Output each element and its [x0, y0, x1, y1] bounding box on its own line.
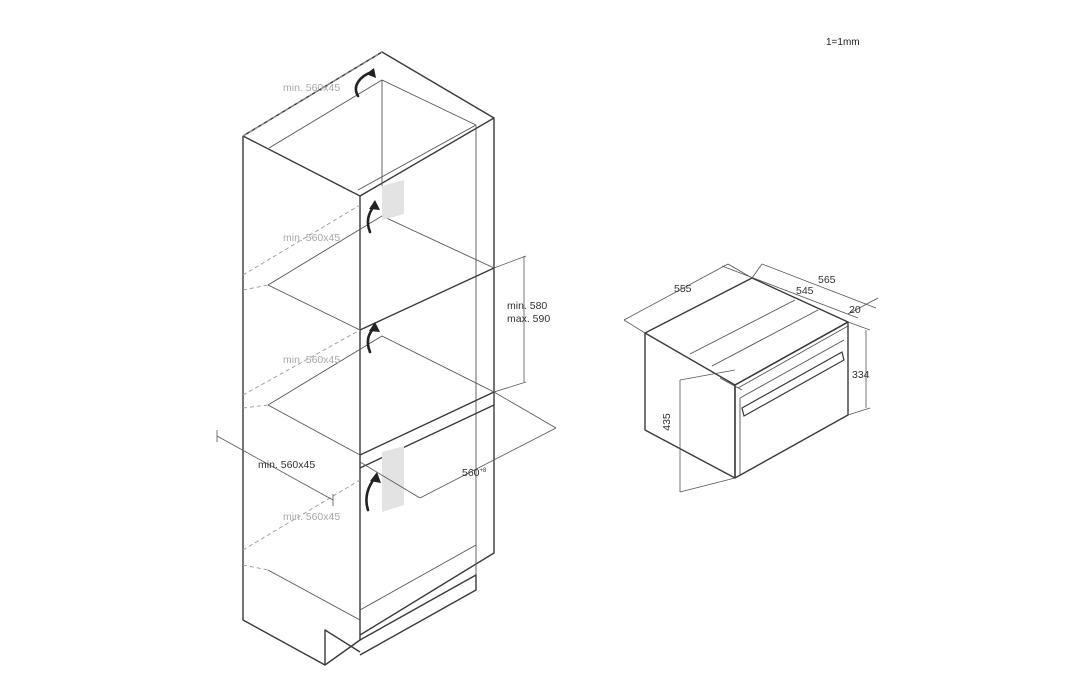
vent-bottom: [382, 446, 404, 512]
shelf-1-top: [267, 215, 495, 286]
shelf-3-front: [359, 404, 495, 469]
shelf-1-side: [267, 284, 361, 331]
ghost-cutout-3: [242, 479, 361, 551]
oven-control-edge: [719, 377, 743, 391]
ghost-cutout-1: [242, 204, 361, 276]
oven-body-height-ext-top: [679, 369, 736, 381]
oven-front-thickness-label: 20: [849, 304, 861, 316]
depth-ext-back: [493, 391, 557, 429]
oven-front-height-ext-bottom: [847, 407, 871, 416]
oven-width-dimline: [623, 263, 729, 321]
width-dimline: [216, 435, 334, 501]
cabinet-right-panel: [359, 118, 495, 636]
niche-height-ext-top: [493, 255, 527, 269]
ghost-cutout-3b: [242, 564, 269, 571]
airflow-arrow-2: [366, 326, 376, 354]
ghost-label-3: min. 560x45: [283, 354, 340, 366]
niche-depth-label: 560+8: [462, 467, 487, 479]
vent-top: [382, 180, 404, 220]
oven-handle: [741, 351, 845, 417]
ghost-cutout-2b: [242, 404, 269, 409]
oven-depth-body-label: 545: [796, 285, 814, 297]
cabinet-top-inner: [268, 79, 477, 191]
oven-unit: [623, 263, 879, 493]
oven-control-strip: [737, 325, 849, 389]
ghost-cutout-top: [242, 51, 383, 137]
airflow-arrowhead-top: [366, 68, 376, 78]
airflow-arrowhead-1: [369, 200, 380, 210]
ghost-label-1: min. 560x45: [283, 82, 340, 94]
shelf-1-front: [359, 267, 495, 331]
oven-width-label: 555: [674, 283, 692, 295]
shelf-2-front: [359, 391, 495, 456]
oven-top-seam-2: [711, 309, 819, 367]
depth-dimline: [419, 427, 557, 499]
oven-door-top: [739, 339, 845, 399]
oven-side: [644, 333, 736, 479]
airflow-arrowhead-3: [370, 472, 381, 483]
shelf-4-side: [267, 569, 361, 621]
oven-width-ext-right: [727, 263, 753, 279]
oven-front-height-label: 334: [852, 369, 870, 381]
depth-ext-front: [359, 461, 421, 499]
niche-height-ext-bottom: [493, 381, 527, 393]
cabinet-width-label: min. 560x45: [258, 459, 315, 471]
oven-front-dimline: [847, 297, 879, 315]
cabinet-plinth: [359, 574, 477, 656]
ghost-cutout-2: [242, 329, 361, 396]
oven-body-height-ext-bottom: [679, 477, 736, 493]
oven-depth-total-dimline: [761, 263, 877, 309]
airflow-arrow-3: [365, 476, 377, 512]
ghost-label-2: min. 560x45: [283, 232, 340, 244]
oven-depth-body-dimline: [721, 265, 859, 319]
niche-depth-tolerance: +8: [480, 468, 488, 474]
niche-height-min-label: min. 580: [507, 300, 547, 312]
niche-height-max-label: max. 590: [507, 313, 550, 325]
oven-top-seam-1: [689, 299, 796, 355]
ghost-cutout-1b: [242, 284, 269, 291]
oven-body-height-label: 435: [661, 413, 673, 431]
niche-depth-value: 560: [462, 467, 480, 479]
shelf-2-top: [267, 335, 495, 406]
oven-depth-ext: [751, 263, 763, 279]
scale-note: 1=1mm: [826, 37, 860, 48]
airflow-arrow-top: [354, 70, 374, 98]
shelf-2-side: [267, 404, 361, 456]
oven-width-ext-left: [623, 319, 646, 334]
cabinet-plinth-left: [324, 629, 361, 665]
cabinet-left-top-edge: [242, 135, 361, 197]
airflow-arrowhead-2: [369, 322, 380, 332]
airflow-arrow-1: [366, 204, 376, 234]
oven-depth-total-label: 565: [818, 274, 836, 286]
ghost-label-4: min. 560x45: [283, 511, 340, 523]
oven-front-height-ext-top: [847, 321, 871, 331]
tall-cabinet: [216, 51, 557, 666]
shelf-4-front: [359, 544, 477, 611]
cabinet-top: [242, 51, 495, 197]
